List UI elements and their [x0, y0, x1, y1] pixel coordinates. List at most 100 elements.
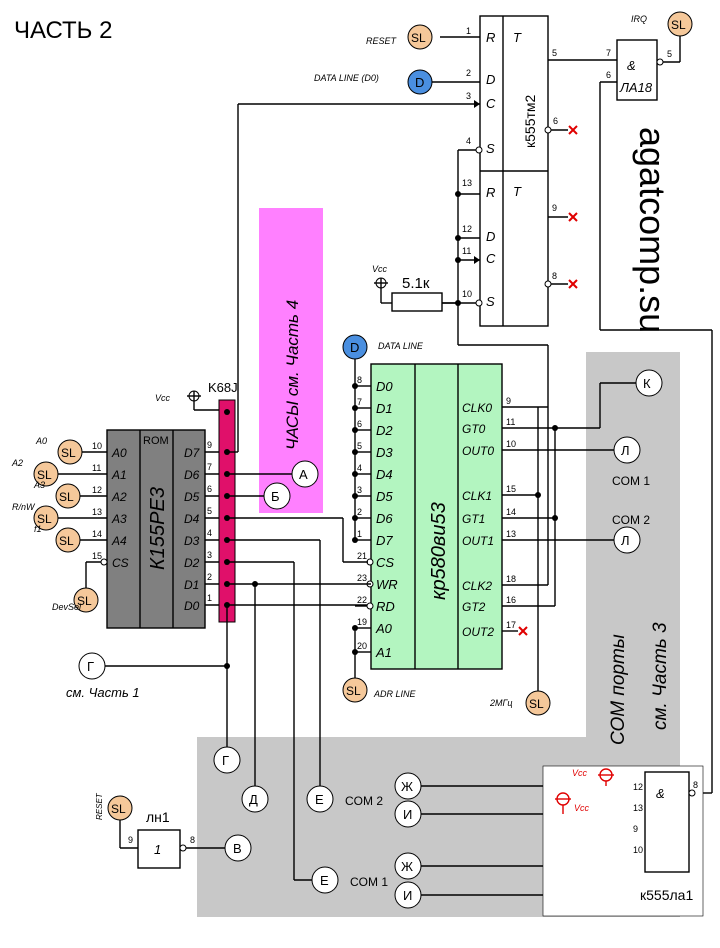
ff-top-pins: R D C S 1 2 3 4 [466, 26, 496, 156]
timer-pin-d4: D4 [376, 467, 393, 482]
timer-pin-d6: D6 [376, 511, 393, 526]
timer-pinno-20: 20 [357, 641, 367, 651]
timer-pin-d2: D2 [376, 423, 393, 438]
ff-pinno-12: 12 [462, 224, 472, 234]
rom-pin-a2: A2 [111, 490, 127, 504]
rom-input-tag-0: SL [61, 446, 76, 460]
nand1-vcc1: Vcc [572, 768, 588, 778]
timer-out-pinno-17: 17 [506, 620, 516, 630]
clk-label: 2МГц [489, 698, 513, 708]
irq-tag: SL [671, 18, 686, 32]
rom-out-pinno-5: 5 [207, 506, 212, 516]
nand-la18: & ЛА18 7 6 5 IRQ SL [599, 11, 713, 794]
nand1-pin13: 13 [633, 803, 643, 813]
nand1-name: к555ла1 [640, 887, 693, 903]
ff-bottom-t: T [513, 184, 522, 199]
rom-input-name-2: A3 [33, 480, 45, 490]
ff-pinno-6: 6 [553, 116, 558, 126]
rom-out-pinno-3: 3 [207, 550, 212, 560]
rom-pin-a4: A4 [111, 534, 127, 548]
nand1-pin8: 8 [693, 780, 698, 790]
timer-pin-clk2: CLK2 [462, 579, 492, 593]
rom-pin-a1: A1 [111, 468, 127, 482]
inverter-sym: 1 [154, 842, 161, 857]
timer-dataline-tag: D [350, 340, 359, 355]
node-e1: Е [306, 785, 334, 813]
connector-vcc: Vcc [155, 393, 171, 403]
com-part3-label: см. Часть 3 [650, 622, 671, 730]
rom-pinno-14: 14 [92, 529, 102, 539]
timer-pin-d0: D0 [376, 379, 393, 394]
rom-cs-inv [100, 558, 108, 566]
node-a-label: А [299, 467, 308, 482]
timer-pin-gt2: GT2 [462, 600, 486, 614]
com1-label-bottom: COM 1 [350, 875, 388, 889]
ff-pin-d1: D [486, 72, 495, 87]
timer-pin-clk0: CLK0 [462, 401, 492, 415]
rom-input-tag-5: SL [77, 594, 92, 608]
rom-name: К155РЕ3 [147, 487, 169, 570]
timer-adr-tag: SL [346, 684, 361, 698]
timer-out-pinno-9: 9 [506, 396, 511, 406]
timer-pin-rd: RD [376, 599, 395, 614]
irq-label: IRQ [631, 14, 647, 24]
timer-out-pinno-16: 16 [506, 595, 516, 605]
nand18-pin6: 6 [606, 70, 611, 80]
ff-pin-s1: S [486, 141, 495, 156]
com1-label-top: COM 1 [612, 474, 650, 488]
rom-input-sl-4 [55, 527, 81, 553]
nand18-name: ЛА18 [619, 80, 653, 95]
rom-pin-cs: CS [112, 556, 129, 570]
node-b: Б [263, 482, 291, 510]
rom-pinno-15: 15 [92, 551, 102, 561]
dataline-d0-tag: D [415, 75, 424, 90]
rom-input-tag-3: SL [37, 512, 52, 526]
connector-name: K68J [208, 380, 238, 395]
rom-out-d5: D5 [184, 490, 200, 504]
timer-pin-d5: D5 [376, 489, 393, 504]
timer-pinno-6: 6 [357, 419, 362, 429]
rom-input-name-5: DevSel [52, 602, 82, 612]
timer-name: кр580ви53 [428, 502, 450, 600]
ff-pin-s2: S [486, 294, 495, 309]
ff-pinno-4: 4 [466, 136, 471, 146]
node-g2-label: Г [222, 753, 229, 768]
node-k-label: К [643, 376, 651, 391]
node-i2-label: И [403, 888, 412, 903]
ff-pin-r2: R [486, 185, 495, 200]
rom-out-d7: D7 [184, 446, 201, 460]
page-title: ЧАСТЬ 2 [14, 17, 112, 44]
rom-out-pinno-6: 6 [207, 484, 212, 494]
node-e2: Е [311, 866, 339, 894]
timer-pin-out0: OUT0 [462, 444, 494, 458]
timer-out-pinno-13: 13 [506, 529, 516, 539]
watermark: agatcomp.su [632, 127, 673, 333]
timer-chip: кр580ви53 DATA LINE D ADR LINE SL 2МГц S… [342, 334, 551, 716]
node-l2-label: Л [621, 533, 630, 548]
nand1-pin9: 9 [633, 824, 638, 834]
rom-out-pinno-9: 9 [207, 440, 212, 450]
rom-header: ROM [143, 435, 169, 447]
timer-pin-d1: D1 [376, 401, 393, 416]
ff-pinno-8: 8 [552, 271, 557, 281]
rom-out-pinno-7: 7 [207, 462, 212, 472]
rom-out-d1: D1 [184, 578, 199, 592]
node-g2: Г [213, 746, 241, 774]
reset-tag: SL [411, 31, 426, 45]
timer-pin-wr: WR [376, 577, 398, 592]
timer-pin-a1: A1 [375, 645, 392, 660]
ff-pin-r1: R [486, 30, 495, 45]
dataline-d0-node: DATA LINE (D0) D [314, 69, 433, 95]
timer-pinno-19: 19 [357, 617, 367, 627]
inverter-ln1: лн1 1 9 8 RESET SL [95, 792, 195, 869]
rom-pinno-11: 11 [92, 463, 101, 473]
timer-out-pinno-10: 10 [506, 439, 516, 449]
rom-out-pinno-4: 4 [207, 528, 212, 538]
timer-pinno-8: 8 [357, 375, 362, 385]
inverter-pin8: 8 [190, 835, 195, 845]
node-zh1: Ж [394, 772, 422, 800]
timer-pin-cs: CS [376, 555, 394, 570]
part1-label: см. Часть 1 [66, 685, 140, 700]
